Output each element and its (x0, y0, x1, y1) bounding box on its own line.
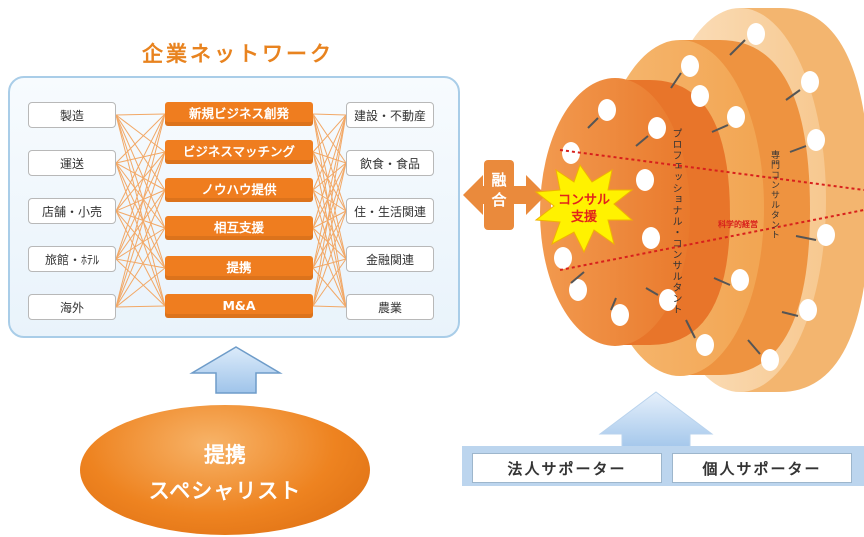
individual-supporter-label: 個人サポーター (672, 453, 852, 483)
bubble-line2: スペシャリスト (148, 479, 302, 503)
service-alliance: 提携 (165, 256, 313, 280)
center-label: 科学的経営 (718, 220, 758, 229)
inward-arrows (570, 39, 817, 355)
fusion-arrow (463, 160, 546, 230)
industry-finance: 金融関連 (346, 246, 434, 272)
industry-retail: 店舗・小売 (28, 198, 116, 224)
corporate-supporter-label: 法人サポーター (472, 453, 662, 483)
service-new-business: 新規ビジネス創発 (165, 102, 313, 126)
member-dots (551, 23, 835, 371)
bubble-line1: 提携 (204, 443, 246, 467)
service-knowhow: ノウハウ提供 (165, 178, 313, 202)
service-ma: M&A (165, 294, 313, 318)
industry-hotel: 旅館・ﾎﾃﾙ (28, 246, 116, 272)
industry-agriculture: 農業 (346, 294, 434, 320)
burst-label-line2: 支援 (570, 210, 597, 225)
industry-transport: 運送 (28, 150, 116, 176)
industry-construction: 建設・不動産 (346, 102, 434, 128)
network-title: 企業ネットワーク (142, 42, 334, 66)
burst-label-line1: コンサル (557, 193, 610, 208)
industry-living: 住・生活関連 (346, 198, 434, 224)
fusion-label-bottom: 合 (491, 191, 507, 209)
consulting-burst (534, 163, 634, 254)
fusion-label-top: 融 (491, 171, 507, 189)
industry-manufacturing: 製造 (28, 102, 116, 128)
middle-layer-label: 専門コンサルタント (769, 150, 779, 240)
burst-label: コンサル 支援 (546, 192, 622, 226)
service-mutual-support: 相互支援 (165, 216, 313, 240)
up-arrow-icon (189, 346, 283, 394)
fusion-label: 融 合 (487, 170, 511, 210)
inner-layer-label: プロフェッショナル・コンサルタント (670, 128, 681, 315)
focus-lines (559, 149, 864, 271)
industry-overseas: 海外 (28, 294, 116, 320)
supporter-up-arrow (598, 391, 714, 453)
service-business-matching: ビジネスマッチング (165, 140, 313, 164)
industry-food: 飲食・食品 (346, 150, 434, 176)
specialist-bubble: 提携 スペシャリスト (80, 405, 370, 535)
